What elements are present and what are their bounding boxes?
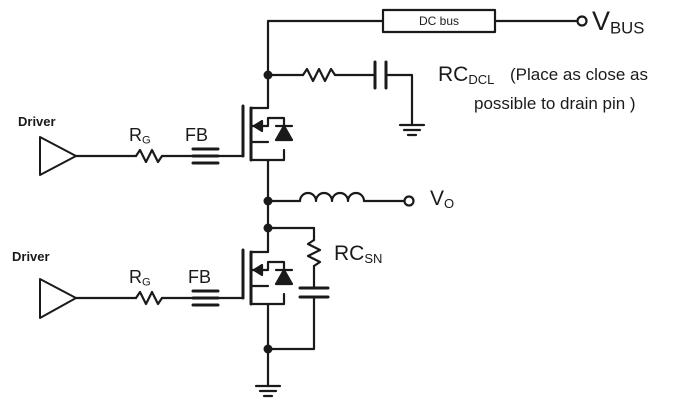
resistor-gate-low <box>134 290 164 306</box>
resistor-gate-high <box>134 148 164 164</box>
vo-terminal <box>403 195 415 207</box>
low-side-mosfet <box>241 226 294 351</box>
low-side-gate <box>39 278 245 319</box>
resistor-dcl <box>301 67 337 83</box>
driver-low-label: Driver <box>12 249 50 264</box>
vbus-label: VBUS <box>592 6 645 38</box>
high-side-mosfet <box>241 73 294 203</box>
rcsn-label: RCSN <box>334 242 383 266</box>
dc-bus-line <box>266 8 588 77</box>
driver-low-symbol <box>39 278 77 319</box>
ground-symbol-bottom <box>254 344 282 398</box>
rcdcl-note-line1: (Place as close as <box>510 65 648 84</box>
fb-high-label: FB <box>185 125 209 145</box>
rcdcl-branch <box>263 60 426 137</box>
mosfet-arrow-low <box>252 263 264 277</box>
body-diode-high <box>274 124 294 142</box>
inductor <box>298 191 366 203</box>
vo-label: VO <box>430 187 455 211</box>
rg-low-label: RG <box>129 267 151 289</box>
fb-low-label: FB <box>188 267 212 287</box>
rcdcl-note-line2: possible to drain pin ) <box>474 94 636 113</box>
dc-bus-label: DC bus <box>418 14 459 28</box>
mosfet-arrow-high <box>252 119 264 133</box>
driver-high-symbol <box>39 136 77 176</box>
vbus-terminal <box>576 15 588 27</box>
switch-node <box>263 191 415 230</box>
body-diode-low <box>274 268 294 286</box>
driver-high-label: Driver <box>18 114 56 129</box>
resistor-snubber <box>306 238 322 268</box>
rg-high-label: RG <box>129 125 151 147</box>
high-side-gate <box>39 136 245 176</box>
rcsn-branch <box>263 223 330 351</box>
rcdcl-label: RCDCL <box>438 63 495 87</box>
ground-symbol-dcl <box>398 123 426 137</box>
